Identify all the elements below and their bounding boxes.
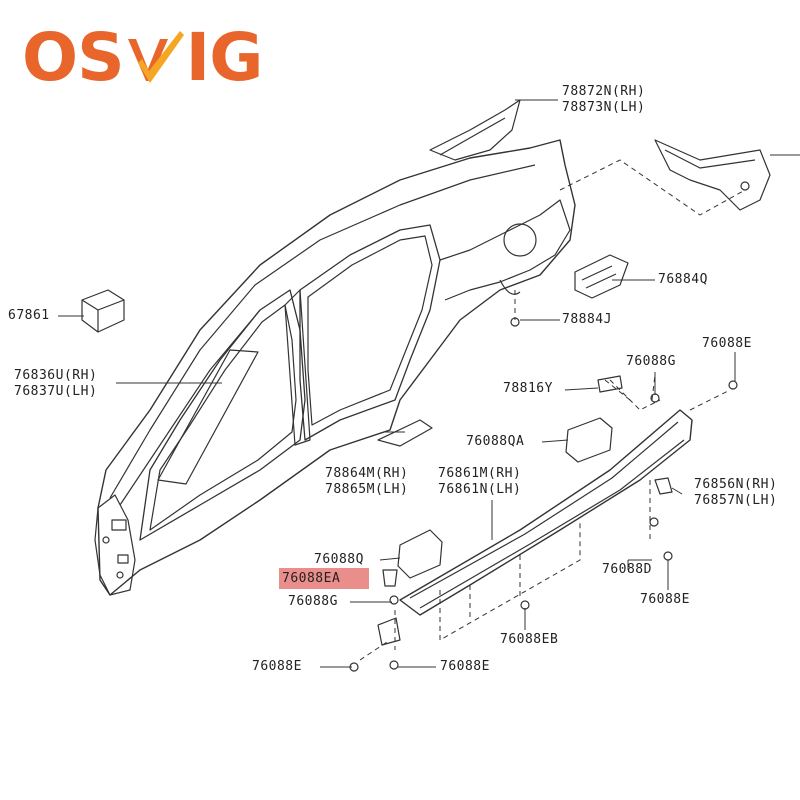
part-number: 76088QA	[466, 434, 525, 449]
part-number: 76088E	[640, 592, 690, 607]
highlight-box	[279, 568, 369, 589]
part-number: 76884Q	[658, 272, 708, 287]
part-label[interactable]: 76088EB	[500, 632, 558, 648]
part-label[interactable]: 76088QA	[466, 434, 524, 450]
part-label[interactable]: 76884Q	[658, 272, 708, 288]
part-label[interactable]: 76856N(RH) 76857N(LH)	[694, 477, 777, 509]
part-number: 76861M(RH)	[438, 466, 522, 481]
logo-text-right: IG	[185, 19, 264, 96]
part-label[interactable]: 76088EA	[282, 571, 340, 587]
part-label[interactable]: 78816Y	[503, 381, 553, 397]
part-label[interactable]: 76088D	[602, 562, 652, 578]
part-number: 76861N(LH)	[438, 482, 522, 497]
part-number: 76088Q	[314, 552, 364, 567]
part-number: 76837U(LH)	[14, 384, 98, 399]
part-number: 76088G	[288, 594, 338, 609]
part-number: 76088EA	[282, 571, 341, 586]
part-number: 67861	[8, 308, 50, 323]
part-number: 76088G	[626, 354, 676, 369]
part-number: 78865M(LH)	[325, 482, 409, 497]
logo-text-left: OS	[22, 19, 125, 96]
part-label[interactable]: 78872N(RH) 78873N(LH)	[562, 84, 645, 116]
part-label[interactable]: 76088E	[252, 659, 302, 675]
part-label[interactable]: 76088G	[626, 354, 676, 370]
part-number: 78864M(RH)	[325, 466, 409, 481]
part-number: 78884J	[562, 312, 612, 327]
part-number: 78816Y	[503, 381, 553, 396]
part-number: 76088D	[602, 562, 652, 577]
part-label[interactable]: 76088Q	[314, 552, 364, 568]
part-number: 76836U(RH)	[14, 368, 98, 383]
part-number: 76857N(LH)	[694, 493, 778, 508]
part-number: 78873N(LH)	[562, 100, 646, 115]
part-number: 78872N(RH)	[562, 84, 646, 99]
part-label[interactable]: 78864M(RH) 78865M(LH)	[325, 466, 408, 498]
part-label[interactable]: 76836U(RH) 76837U(LH)	[14, 368, 97, 400]
brand-logo: OS IG	[22, 19, 264, 96]
part-label[interactable]: 76088E	[640, 592, 690, 608]
part-number: 76088E	[440, 659, 490, 674]
part-number: 76088E	[702, 336, 752, 351]
part-label[interactable]: 76088E	[702, 336, 752, 352]
part-label[interactable]: 78884J	[562, 312, 612, 328]
part-label[interactable]: 76088G	[288, 594, 338, 610]
part-number: 76088E	[252, 659, 302, 674]
part-label[interactable]: 76861M(RH) 76861N(LH)	[438, 466, 521, 498]
logo-check-icon	[127, 31, 184, 83]
part-label[interactable]: 67861	[8, 308, 50, 324]
part-number: 76088EB	[500, 632, 559, 647]
part-label[interactable]: 76088E	[440, 659, 490, 675]
part-number: 76856N(RH)	[694, 477, 778, 492]
